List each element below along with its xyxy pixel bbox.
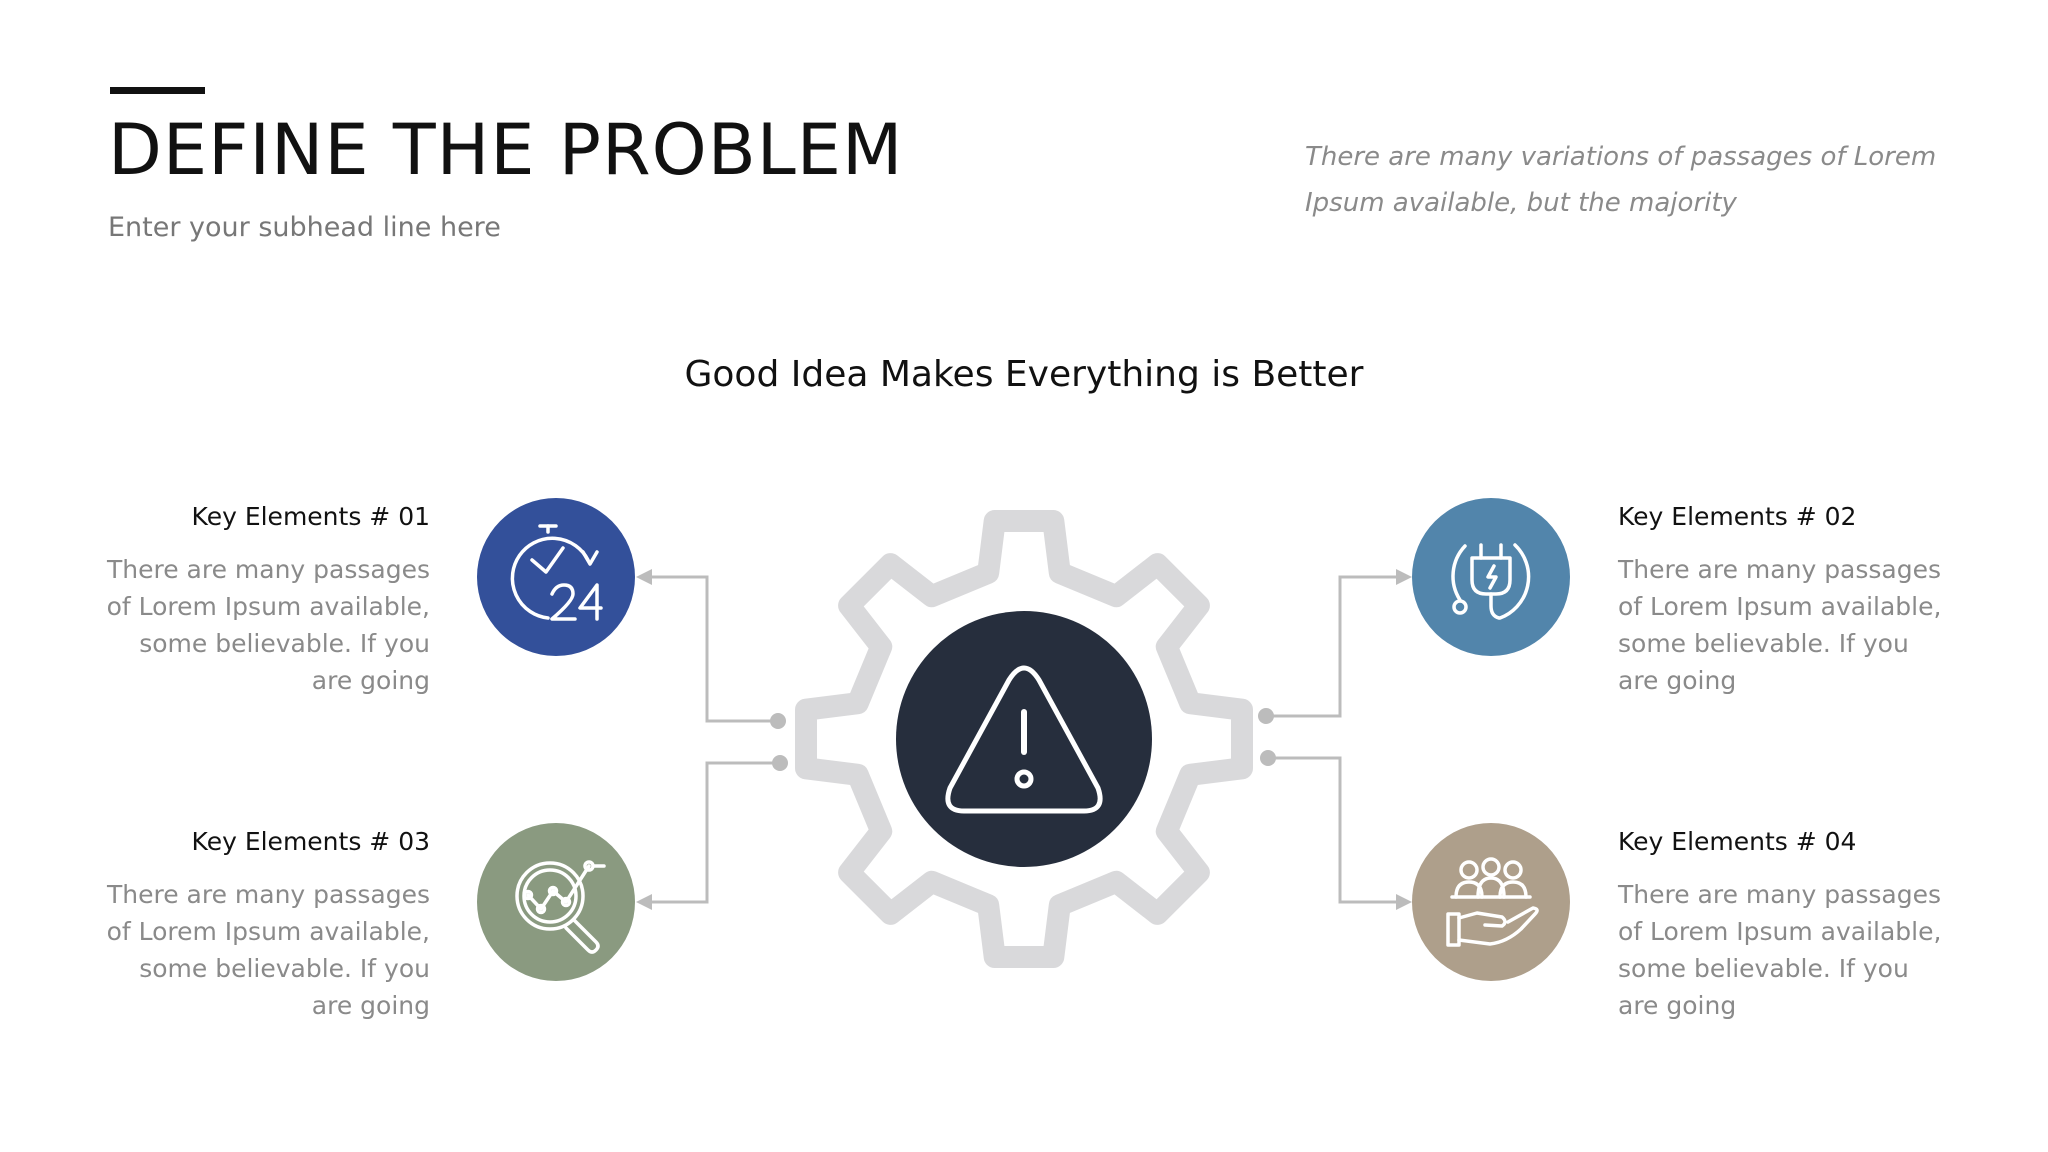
connector-01 xyxy=(647,575,778,723)
key-element-03-circle xyxy=(477,823,635,981)
people-hand-icon xyxy=(1446,857,1539,947)
connector-02 xyxy=(1266,575,1400,718)
connector-dot-02 xyxy=(1258,708,1274,724)
arrowhead-04 xyxy=(1396,894,1412,910)
title-accent-bar xyxy=(110,87,205,94)
key-element-01-circle xyxy=(477,498,635,656)
key-element-03-body: There are many passages of Lorem Ipsum a… xyxy=(106,880,430,1020)
page-subhead: Enter your subhead line here xyxy=(108,212,501,243)
arrowhead-02 xyxy=(1396,569,1412,585)
arrowhead-03 xyxy=(636,894,652,910)
intro-text: There are many variations of passages of… xyxy=(1305,142,1937,218)
clock-24-icon xyxy=(510,524,603,621)
key-element-02-heading: Key Elements # 02 xyxy=(1618,502,1857,531)
key-element-01-body: There are many passages of Lorem Ipsum a… xyxy=(106,555,430,695)
key-element-04-circle xyxy=(1412,823,1570,981)
key-element-03-heading: Key Elements # 03 xyxy=(191,827,430,856)
connector-arrowheads xyxy=(636,569,1412,910)
key-element-04: Key Elements # 04 There are many passage… xyxy=(1618,827,1948,1024)
diagram-heading: Good Idea Makes Everything is Better xyxy=(684,354,1364,395)
connector-dot-04 xyxy=(1260,750,1276,766)
connector-03 xyxy=(647,761,780,904)
connector-04 xyxy=(1268,756,1400,904)
page-title: DEFINE THE PROBLEM xyxy=(108,109,904,191)
key-element-04-body: There are many passages of Lorem Ipsum a… xyxy=(1618,880,1942,1020)
arrowhead-01 xyxy=(636,569,652,585)
connector-dot-03 xyxy=(772,755,788,771)
warning-triangle-icon xyxy=(945,665,1103,814)
key-element-03: Key Elements # 03 There are many passage… xyxy=(100,827,430,1024)
key-element-02: Key Elements # 02 There are many passage… xyxy=(1618,502,1948,699)
connector-lines xyxy=(647,575,1400,904)
key-element-01-heading: Key Elements # 01 xyxy=(191,502,430,531)
key-element-02-body: There are many passages of Lorem Ipsum a… xyxy=(1618,555,1942,695)
connector-dot-01 xyxy=(770,713,786,729)
key-element-01: Key Elements # 01 There are many passage… xyxy=(100,502,430,699)
connector-dots xyxy=(770,708,1276,771)
magnifier-chart-icon xyxy=(515,860,606,954)
power-plug-icon xyxy=(1451,543,1531,620)
gear-outline xyxy=(795,510,1253,968)
key-element-04-heading: Key Elements # 04 xyxy=(1618,827,1857,856)
